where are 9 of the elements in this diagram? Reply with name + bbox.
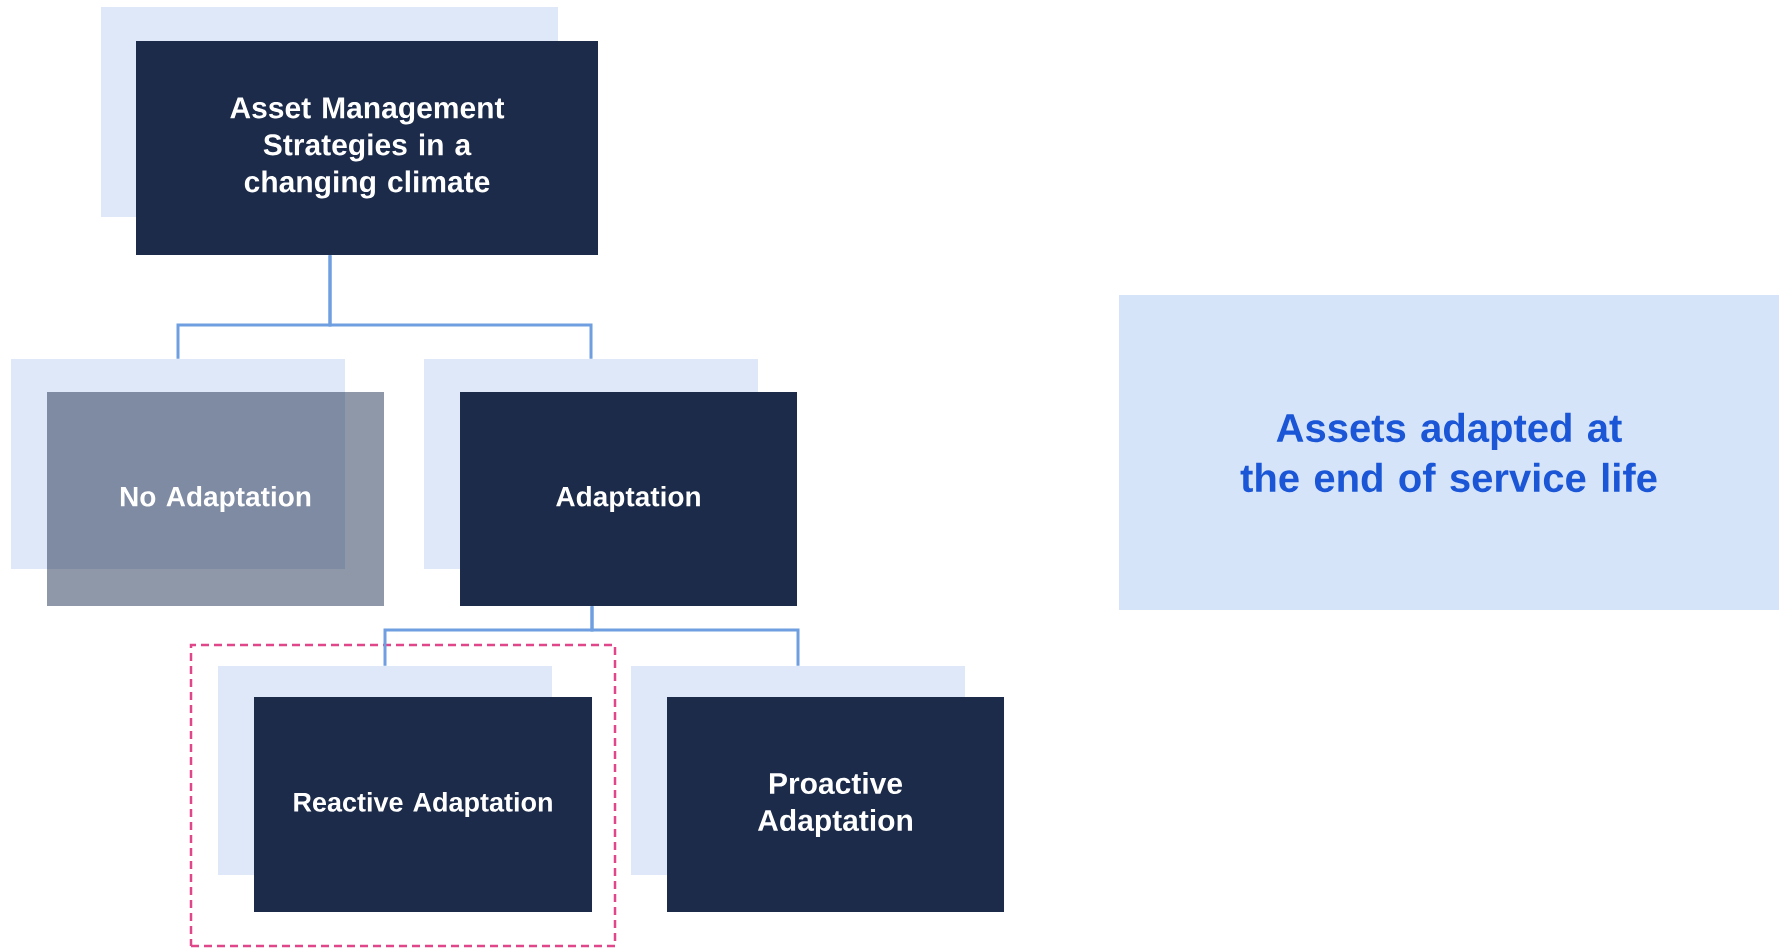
connector-line xyxy=(590,606,800,666)
root-box: Asset Management Strategies in a changing climate xyxy=(101,7,598,255)
strategy-box: Reactive Adaptation xyxy=(218,666,592,912)
category-box: Adaptation xyxy=(424,359,797,606)
strategy-box: Proactive Adaptation xyxy=(631,666,1004,912)
connector-line xyxy=(328,255,593,359)
note-box: Assets adapted at the end of service life xyxy=(1119,295,1779,610)
highlight-frame xyxy=(189,643,617,948)
category-box: No Adaptation xyxy=(11,359,384,606)
